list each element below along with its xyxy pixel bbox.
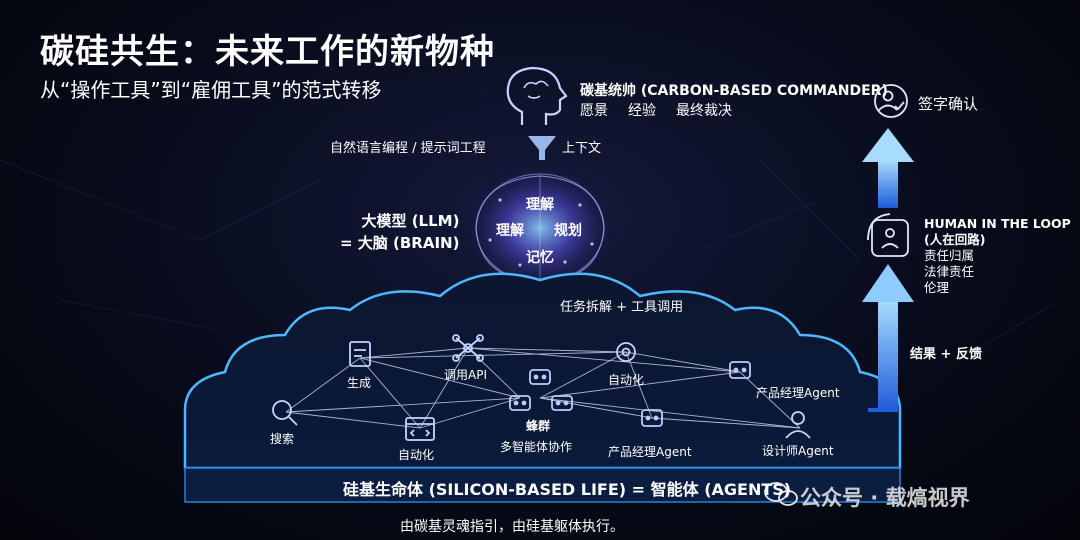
robot-icon bbox=[641, 409, 663, 427]
brain-label-top: 理解 bbox=[526, 197, 554, 213]
feedback-label: 结果 + 反馈 bbox=[910, 347, 982, 362]
task-arrow-label: 任务拆解 + 工具调用 bbox=[560, 300, 684, 315]
hitl-item: 责任归属 bbox=[924, 248, 975, 263]
sign-confirm-label: 签字确认 bbox=[918, 95, 979, 113]
commander-item: 最终裁决 bbox=[676, 103, 732, 119]
brain-label-right: 规划 bbox=[554, 223, 582, 239]
node-call-api: 调用API bbox=[444, 368, 487, 382]
node-designer-agent: 设计师Agent bbox=[762, 444, 834, 458]
footer-caption: 由碳基灵魂指引，由硅基躯体执行。 bbox=[400, 519, 624, 535]
robot-icon bbox=[529, 369, 551, 385]
user-check-icon bbox=[874, 84, 908, 118]
commander-item: 愿景 bbox=[580, 103, 608, 119]
llm-line1: 大模型 (LLM) bbox=[361, 212, 460, 230]
node-search: 搜索 bbox=[270, 432, 295, 446]
brain-label-bottom: 记忆 bbox=[526, 250, 554, 266]
designer-agent-icon bbox=[785, 411, 811, 439]
robot-icon bbox=[509, 395, 531, 411]
human-loop-icon bbox=[867, 213, 909, 257]
background-network bbox=[0, 159, 1061, 361]
node-pm-agent-right: 产品经理Agent bbox=[756, 386, 840, 400]
node-swarm-sub: 多智能体协作 bbox=[500, 440, 573, 454]
code-window-icon bbox=[405, 417, 435, 441]
node-pm-agent-bottom: 产品经理Agent bbox=[608, 445, 692, 459]
node-generate: 生成 bbox=[347, 376, 372, 390]
commander-items: 愿景 经验 最终裁决 bbox=[580, 100, 732, 120]
node-automation-bottom: 自动化 bbox=[398, 448, 435, 462]
head-brain-icon bbox=[506, 66, 568, 125]
llm-line2: = 大脑 (BRAIN) bbox=[340, 234, 460, 252]
commander-title: 碳基统帅 (CARBON-BASED COMMANDER) bbox=[580, 83, 888, 99]
funnel-icon bbox=[528, 136, 556, 160]
robot-icon bbox=[551, 395, 573, 411]
network-api-icon bbox=[452, 334, 484, 362]
watermark: 公众号 · 载熇视界 bbox=[800, 486, 970, 510]
node-automation-top: 自动化 bbox=[608, 373, 645, 387]
robot-icon bbox=[729, 361, 751, 379]
hitl-item: 伦理 bbox=[924, 280, 950, 295]
node-swarm: 蜂群 bbox=[526, 419, 551, 433]
wechat-icon bbox=[764, 482, 798, 506]
brain-label-left: 理解 bbox=[496, 223, 524, 239]
llm-label: 大模型 (LLM) = 大脑 (BRAIN) bbox=[340, 210, 459, 254]
document-edit-icon bbox=[349, 341, 371, 367]
search-icon bbox=[272, 400, 298, 426]
page-title: 碳硅共生：未来工作的新物种 bbox=[40, 32, 495, 72]
hitl-block: HUMAN IN THE LOOP (人在回路) 责任归属 法律责任 伦理 bbox=[924, 216, 1071, 296]
funnel-left-label: 自然语言编程 / 提示词工程 bbox=[330, 141, 486, 156]
hitl-item: 法律责任 bbox=[924, 264, 975, 279]
hitl-subtitle: (人在回路) bbox=[924, 232, 986, 247]
commander-item: 经验 bbox=[628, 103, 656, 119]
funnel-right-label: 上下文 bbox=[562, 141, 602, 156]
hitl-title: HUMAN IN THE LOOP bbox=[924, 216, 1071, 231]
page-subtitle: 从“操作工具”到“雇佣工具”的范式转移 bbox=[40, 78, 382, 102]
cloud-label: 硅基生命体 (SILICON-BASED LIFE) = 智能体 (AGENTS… bbox=[343, 480, 792, 499]
feedback-arrow bbox=[862, 128, 914, 412]
gear-icon bbox=[616, 342, 636, 362]
